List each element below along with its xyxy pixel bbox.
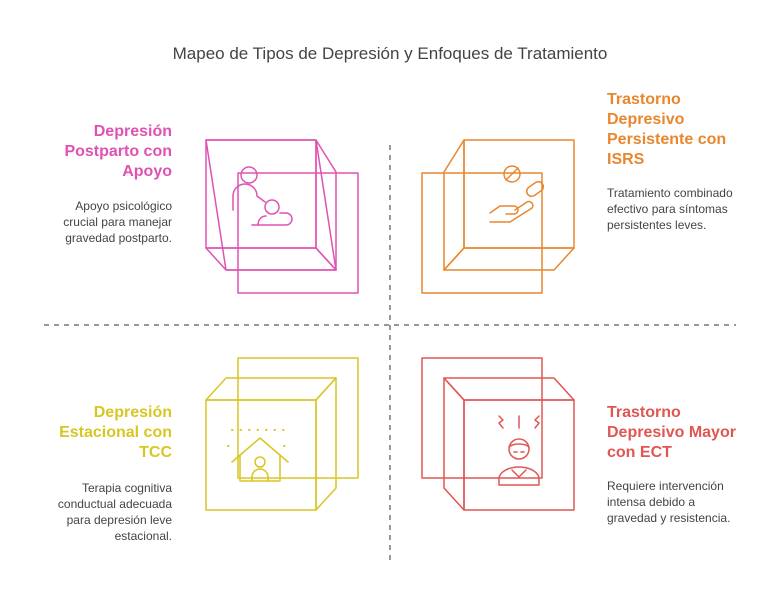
person-house-icon xyxy=(227,429,293,482)
stressed-person-icon xyxy=(498,415,540,486)
box-seasonal xyxy=(205,357,359,511)
heading-persistent: Trastorno Depresivo Persistente con ISRS xyxy=(607,91,727,168)
heading-seasonal: Depresión Estacional con TCC xyxy=(59,404,172,461)
box-persistent xyxy=(421,139,575,294)
description-persistent: Tratamiento combinado efectivo para sínt… xyxy=(607,186,733,232)
pills-hand-icon xyxy=(489,165,545,223)
mother-baby-icon xyxy=(232,166,293,226)
box-major xyxy=(421,357,575,511)
heading-postpartum: Depresión Postparto con Apoyo xyxy=(64,123,172,180)
description-seasonal: Terapia cognitiva conductual adecuada pa… xyxy=(57,481,172,543)
description-major: Requiere intervención intensa debido a g… xyxy=(607,479,731,525)
diagram-title: Mapeo de Tipos de Depresión y Enfoques d… xyxy=(172,44,608,63)
box-postpartum xyxy=(205,139,359,294)
description-postpartum: Apoyo psicológico crucial para manejar g… xyxy=(63,199,172,245)
heading-major: Trastorno Depresivo Mayor con ECT xyxy=(607,404,736,461)
